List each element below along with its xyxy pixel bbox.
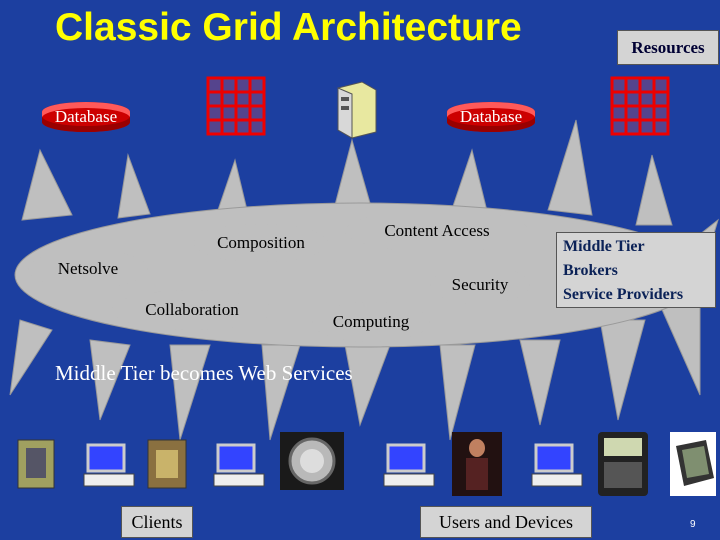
cloud-spike <box>547 119 593 216</box>
laptop-icon <box>670 432 716 496</box>
collaboration-node: Collaboration <box>112 290 272 330</box>
cloud-spike <box>449 148 489 216</box>
resources-label: Resources <box>617 30 719 65</box>
cloud-spike <box>635 154 673 226</box>
cloud-spike <box>169 344 211 441</box>
cloud-spike <box>117 153 151 219</box>
grid-resource-icon <box>610 76 670 136</box>
middle-tier-line: Middle Tier <box>563 238 645 255</box>
page-number: 9 <box>690 519 696 530</box>
phone-icon <box>17 439 55 489</box>
java-ring-icon <box>280 432 344 490</box>
cloud-spike <box>89 339 131 421</box>
clients-label: Clients <box>121 506 193 538</box>
slide-title: Classic Grid Architecture <box>55 6 522 49</box>
pc-client-icon <box>213 443 265 487</box>
content-access-node: Content Access <box>345 210 529 252</box>
cloud-spike <box>599 319 646 421</box>
server-icon <box>337 81 377 139</box>
grid-resource-icon <box>206 76 266 136</box>
cloud-spike <box>9 319 53 396</box>
composition-node: Composition <box>194 224 328 262</box>
service-providers-line: Service Providers <box>563 286 684 303</box>
cloud-spike <box>659 299 701 396</box>
cloud-spike <box>261 344 301 441</box>
cloud-spike <box>217 158 249 215</box>
person-photo-icon <box>452 432 502 496</box>
pc-client-icon <box>383 443 435 487</box>
pc-client-icon <box>83 443 135 487</box>
middle-tier-box: Middle Tier Brokers Service Providers <box>556 232 716 308</box>
pc-client-icon <box>531 443 583 487</box>
cloud-spike <box>519 339 561 426</box>
netsolve-node: Netsolve <box>28 250 148 288</box>
cloud-spike <box>439 344 476 441</box>
palm-device-icon <box>147 439 187 489</box>
database-right: Database <box>447 102 535 132</box>
database-left: Database <box>42 102 130 132</box>
web-services-caption: Middle Tier becomes Web Services <box>55 361 353 385</box>
computing-node: Computing <box>312 302 430 342</box>
pda-icon <box>598 432 648 496</box>
security-node: Security <box>430 266 530 304</box>
brokers-line: Brokers <box>563 262 618 279</box>
cloud-spike <box>334 138 373 211</box>
cloud-spike <box>21 148 73 221</box>
users-devices-label: Users and Devices <box>420 506 592 538</box>
